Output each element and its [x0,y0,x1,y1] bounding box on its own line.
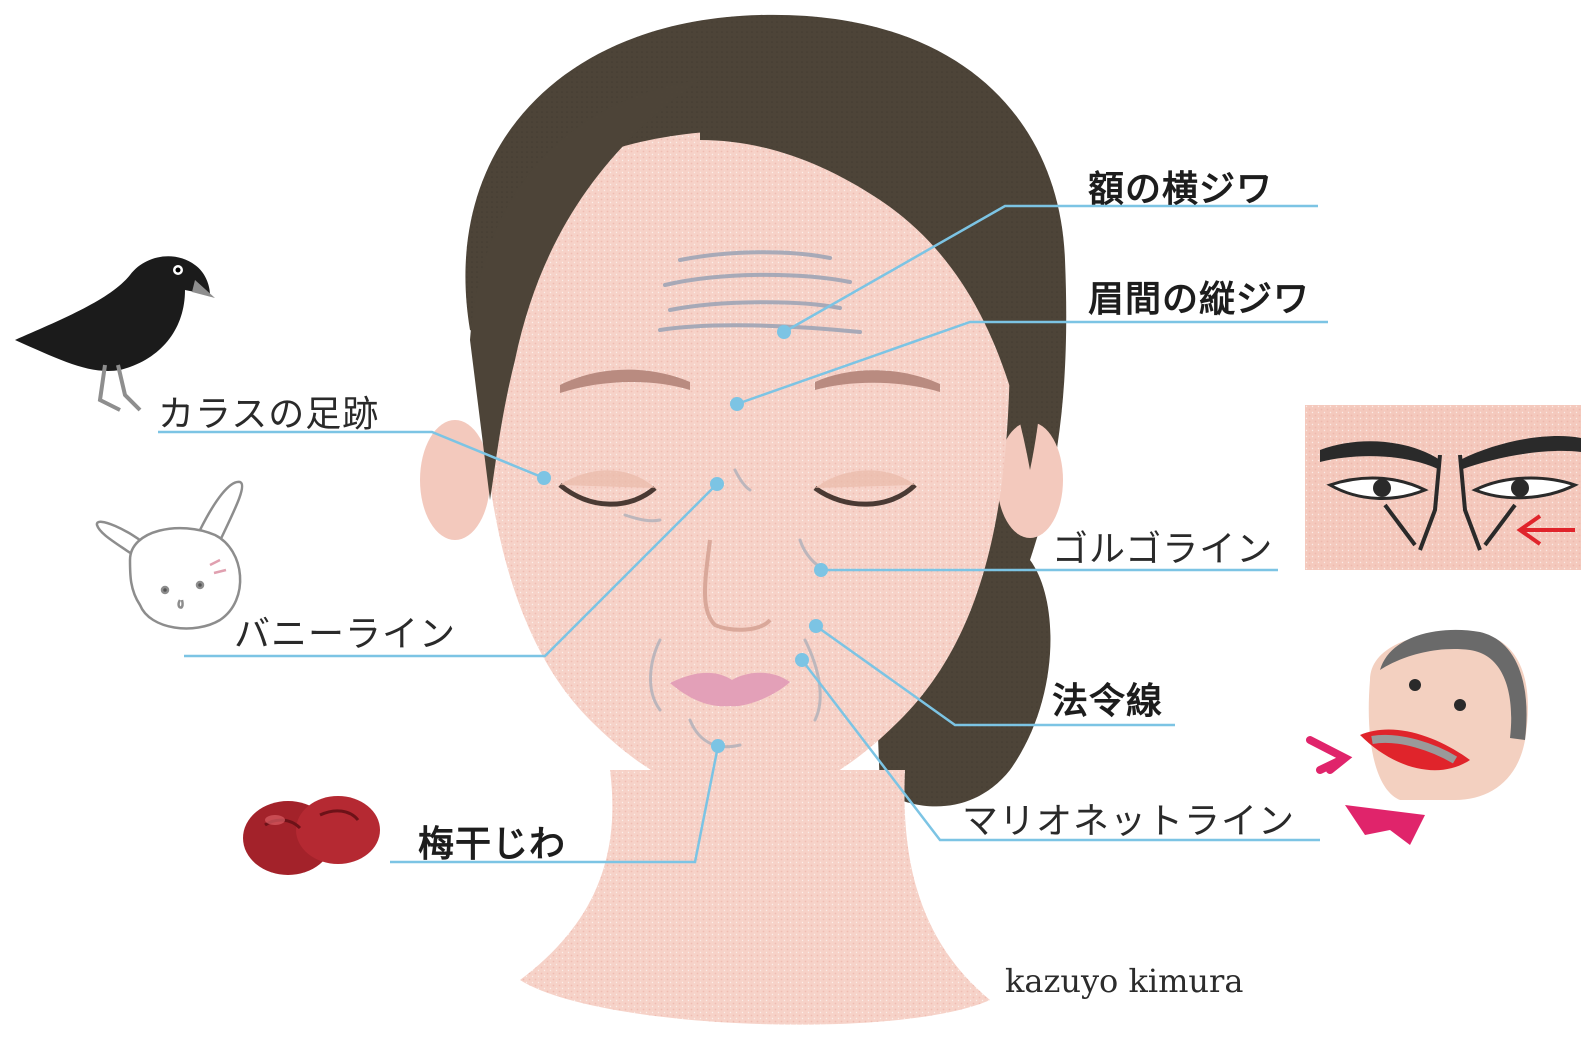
golgo-eyes-icon [1305,405,1581,570]
label-marionette: マリオネットライン [962,792,1295,844]
label-crows-feet: カラスの足跡 [158,385,379,437]
label-bunny: バニーライン [234,605,456,657]
neck [520,770,990,1025]
label-glabella: 眉間の縦ジワ [1088,270,1310,322]
rabbit-icon [97,482,242,629]
umeboshi-icon [243,796,380,875]
label-forehead: 額の横ジワ [1088,160,1273,212]
label-umeboshi: 梅干じわ [418,815,566,867]
label-golgo: ゴルゴライン [1052,520,1273,572]
label-nasolabial: 法令線 [1052,672,1163,724]
artist-credit: kazuyo kimura [1005,962,1243,1000]
marionette-puppet-icon [1310,630,1528,845]
